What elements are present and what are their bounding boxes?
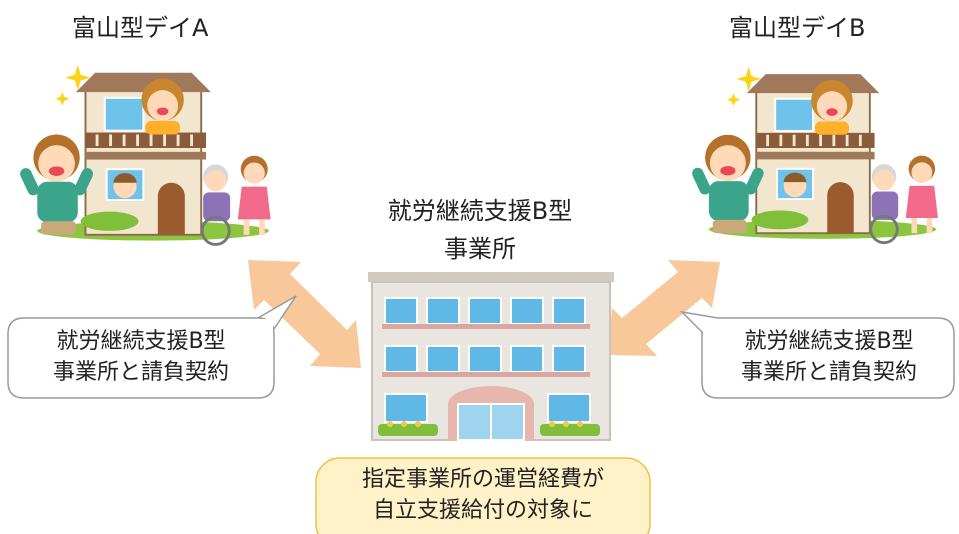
- right-bubble-line1: 就労継続支援B型: [744, 329, 914, 354]
- bottom-note-line2: 自立支援給付の対象に: [372, 498, 593, 523]
- bottom-note-text: 指定事業所の運営経費が 自立支援給付の対象に: [318, 464, 648, 526]
- center-facility-title: 就労継続支援B型 事業所: [330, 192, 630, 268]
- office-building-illustration: [368, 272, 614, 441]
- family-house-illustration-left: [18, 63, 273, 246]
- family-house-illustration-right: [690, 65, 940, 245]
- left-bubble-line1: 就労継続支援B型: [56, 329, 226, 354]
- facility-a-title: 富山型デイA: [72, 14, 209, 42]
- bottom-note-line1: 指定事業所の運営経費が: [361, 467, 604, 492]
- speech-bubble-left: [7, 295, 297, 399]
- center-facility-title-line2: 事業所: [444, 235, 516, 263]
- right-bubble-text: 就労継続支援B型 事業所と請負契約: [706, 326, 952, 388]
- left-bubble-text: 就労継続支援B型 事業所と請負契約: [14, 326, 268, 388]
- center-facility-title-line1: 就労継続支援B型: [387, 197, 573, 225]
- note-box: [315, 457, 651, 534]
- double-arrow-left: [248, 260, 361, 368]
- facility-b-title: 富山型デイB: [729, 14, 866, 42]
- left-bubble-line2: 事業所と請負契約: [52, 360, 229, 385]
- right-bubble-line2: 事業所と請負契約: [740, 360, 917, 385]
- double-arrow-right: [608, 260, 720, 356]
